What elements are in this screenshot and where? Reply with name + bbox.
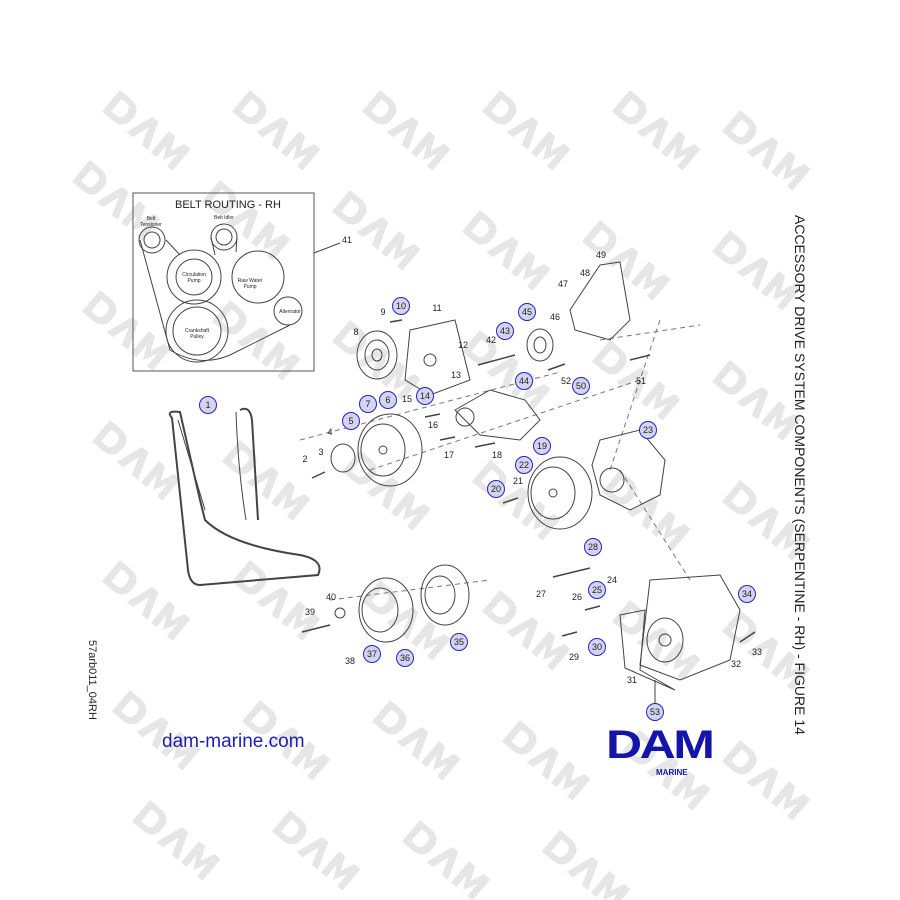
callout-45[interactable]: 45 — [518, 303, 536, 321]
callout-28[interactable]: 28 — [584, 538, 602, 556]
callout-52: 52 — [560, 376, 572, 386]
pulley-8 — [356, 330, 398, 380]
callout-12: 12 — [457, 340, 469, 350]
callout-34[interactable]: 34 — [738, 585, 756, 603]
website-link[interactable]: dam-marine.com — [162, 731, 305, 752]
callout-16: 16 — [427, 420, 439, 430]
dam-logo: DAM — [606, 723, 715, 767]
callout-44[interactable]: 44 — [515, 372, 533, 390]
label-raw-water-pump: Raw Water Pump — [237, 278, 263, 290]
label-belt-tensioner: Belt Tensioner — [140, 216, 162, 228]
callout-37[interactable]: 37 — [363, 645, 381, 663]
belt-routing-title: BELT ROUTING - RH — [175, 199, 281, 211]
belt-routing-box — [132, 192, 315, 372]
callout-31: 31 — [626, 675, 638, 685]
callout-6[interactable]: 6 — [379, 391, 397, 409]
callout-9: 9 — [380, 307, 386, 317]
callout-35[interactable]: 35 — [450, 633, 468, 651]
callout-41: 41 — [341, 235, 353, 245]
callout-53[interactable]: 53 — [646, 703, 664, 721]
callout-51: 51 — [635, 376, 647, 386]
callout-25[interactable]: 25 — [588, 581, 606, 599]
callout-18: 18 — [491, 450, 503, 460]
alternator-34 — [639, 574, 741, 681]
callout-7[interactable]: 7 — [359, 395, 377, 413]
damper-35 — [420, 564, 470, 626]
callout-15: 15 — [401, 394, 413, 404]
callout-24: 24 — [606, 575, 618, 585]
callout-11: 11 — [432, 303, 442, 313]
belt-idler — [210, 223, 238, 251]
callout-21: 21 — [512, 476, 524, 486]
pulley-5 — [357, 413, 423, 487]
callout-19[interactable]: 19 — [533, 437, 551, 455]
callout-33: 33 — [751, 647, 763, 657]
idler-45 — [526, 328, 554, 362]
callout-32: 32 — [730, 659, 742, 669]
drawing-code: 57arb011_04RH — [86, 640, 98, 720]
bracket-31 — [619, 609, 676, 691]
figure-title: ACCESSORY DRIVE SYSTEM COMPONENTS (SERPE… — [792, 215, 808, 735]
callout-43[interactable]: 43 — [496, 322, 514, 340]
callout-14[interactable]: 14 — [416, 387, 434, 405]
crankshaft-pulley — [165, 299, 229, 363]
bolts — [301, 319, 756, 643]
callout-42: 42 — [485, 335, 497, 345]
raw-water-pump — [231, 250, 285, 304]
callout-4: 4 — [327, 427, 333, 437]
callout-17: 17 — [443, 450, 455, 460]
serpentine-belt — [168, 407, 321, 587]
callout-2: 2 — [302, 454, 308, 464]
callout-30[interactable]: 30 — [588, 638, 606, 656]
callout-38: 38 — [344, 656, 356, 666]
hub-4 — [330, 443, 356, 473]
callout-47: 47 — [557, 279, 569, 289]
raw-water-pump-23 — [591, 429, 666, 511]
circulation-pump — [166, 249, 222, 305]
callout-46: 46 — [549, 312, 561, 322]
logo-subtitle: MARINE — [656, 768, 688, 777]
pulley-36 — [358, 577, 414, 643]
label-crankshaft-pulley: Crankshaft Pulley — [184, 328, 210, 340]
callout-22[interactable]: 22 — [515, 456, 533, 474]
alternator — [273, 296, 303, 326]
callout-3: 3 — [318, 447, 324, 457]
callout-23[interactable]: 23 — [639, 421, 657, 439]
callout-40: 40 — [325, 592, 337, 602]
callout-49: 49 — [595, 250, 607, 260]
callout-1[interactable]: 1 — [199, 396, 217, 414]
callout-27: 27 — [535, 589, 547, 599]
belt-tensioner — [138, 226, 166, 254]
callout-39: 39 — [304, 607, 316, 617]
water-pump-19 — [454, 389, 541, 441]
bracket-11 — [404, 319, 471, 396]
callout-20[interactable]: 20 — [487, 480, 505, 498]
callout-5[interactable]: 5 — [342, 412, 360, 430]
callout-26: 26 — [571, 592, 583, 602]
callout-29: 29 — [568, 652, 580, 662]
label-circulation-pump: Circulation Pump — [182, 272, 206, 284]
callout-10[interactable]: 10 — [392, 297, 410, 315]
bracket-49 — [569, 261, 631, 341]
callout-50[interactable]: 50 — [572, 377, 590, 395]
label-belt-idler: Belt Idler — [214, 215, 234, 221]
callout-36[interactable]: 36 — [396, 649, 414, 667]
callout-13: 13 — [450, 370, 462, 380]
label-alternator: Alternator — [279, 309, 301, 315]
callout-8: 8 — [353, 327, 359, 337]
pulley-22 — [527, 456, 593, 530]
callout-48: 48 — [579, 268, 591, 278]
